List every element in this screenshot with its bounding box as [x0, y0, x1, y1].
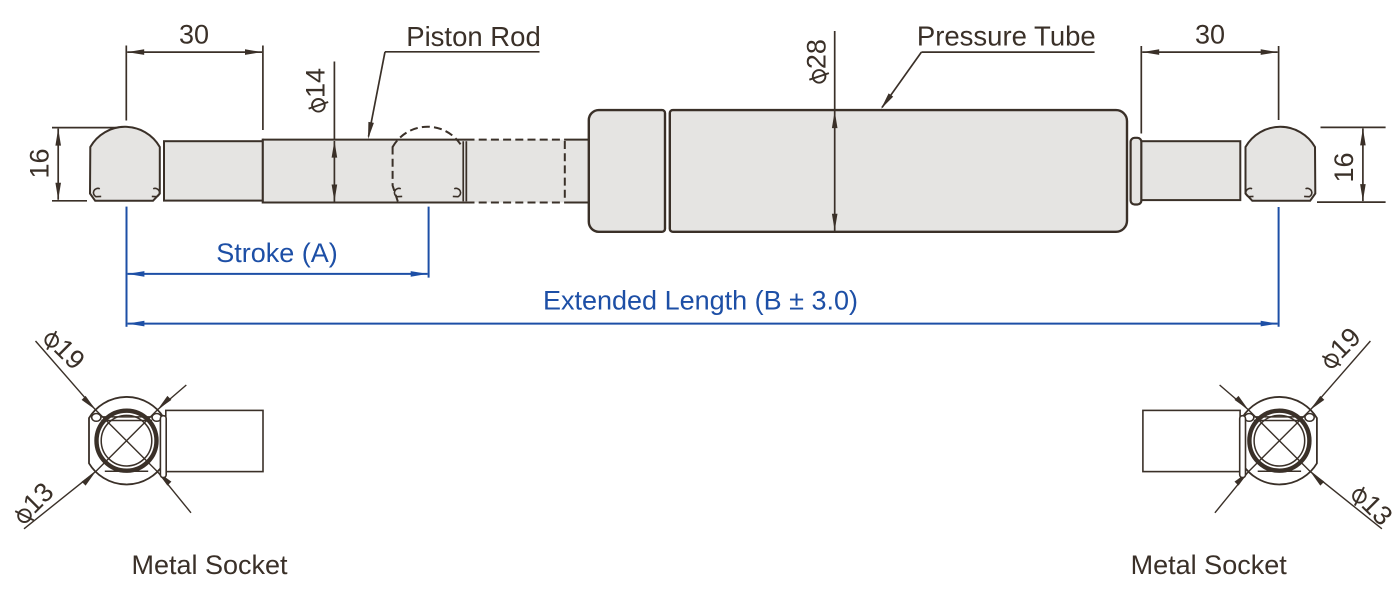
svg-text:16: 16 [25, 148, 55, 178]
svg-text:16: 16 [1329, 152, 1359, 182]
svg-text:30: 30 [1195, 20, 1225, 50]
svg-text:Piston Rod: Piston Rod [406, 21, 541, 52]
svg-text:30: 30 [179, 20, 209, 50]
svg-text:Pressure Tube: Pressure Tube [917, 21, 1096, 52]
svg-text:28: 28 [801, 39, 831, 69]
svg-text:Stroke (A): Stroke (A) [216, 238, 338, 268]
svg-text:Extended Length (B ± 3.0): Extended Length (B ± 3.0) [543, 285, 858, 315]
svg-text:Metal Socket: Metal Socket [1131, 550, 1288, 580]
svg-text:Metal Socket: Metal Socket [131, 550, 288, 580]
svg-text:14: 14 [301, 68, 331, 98]
